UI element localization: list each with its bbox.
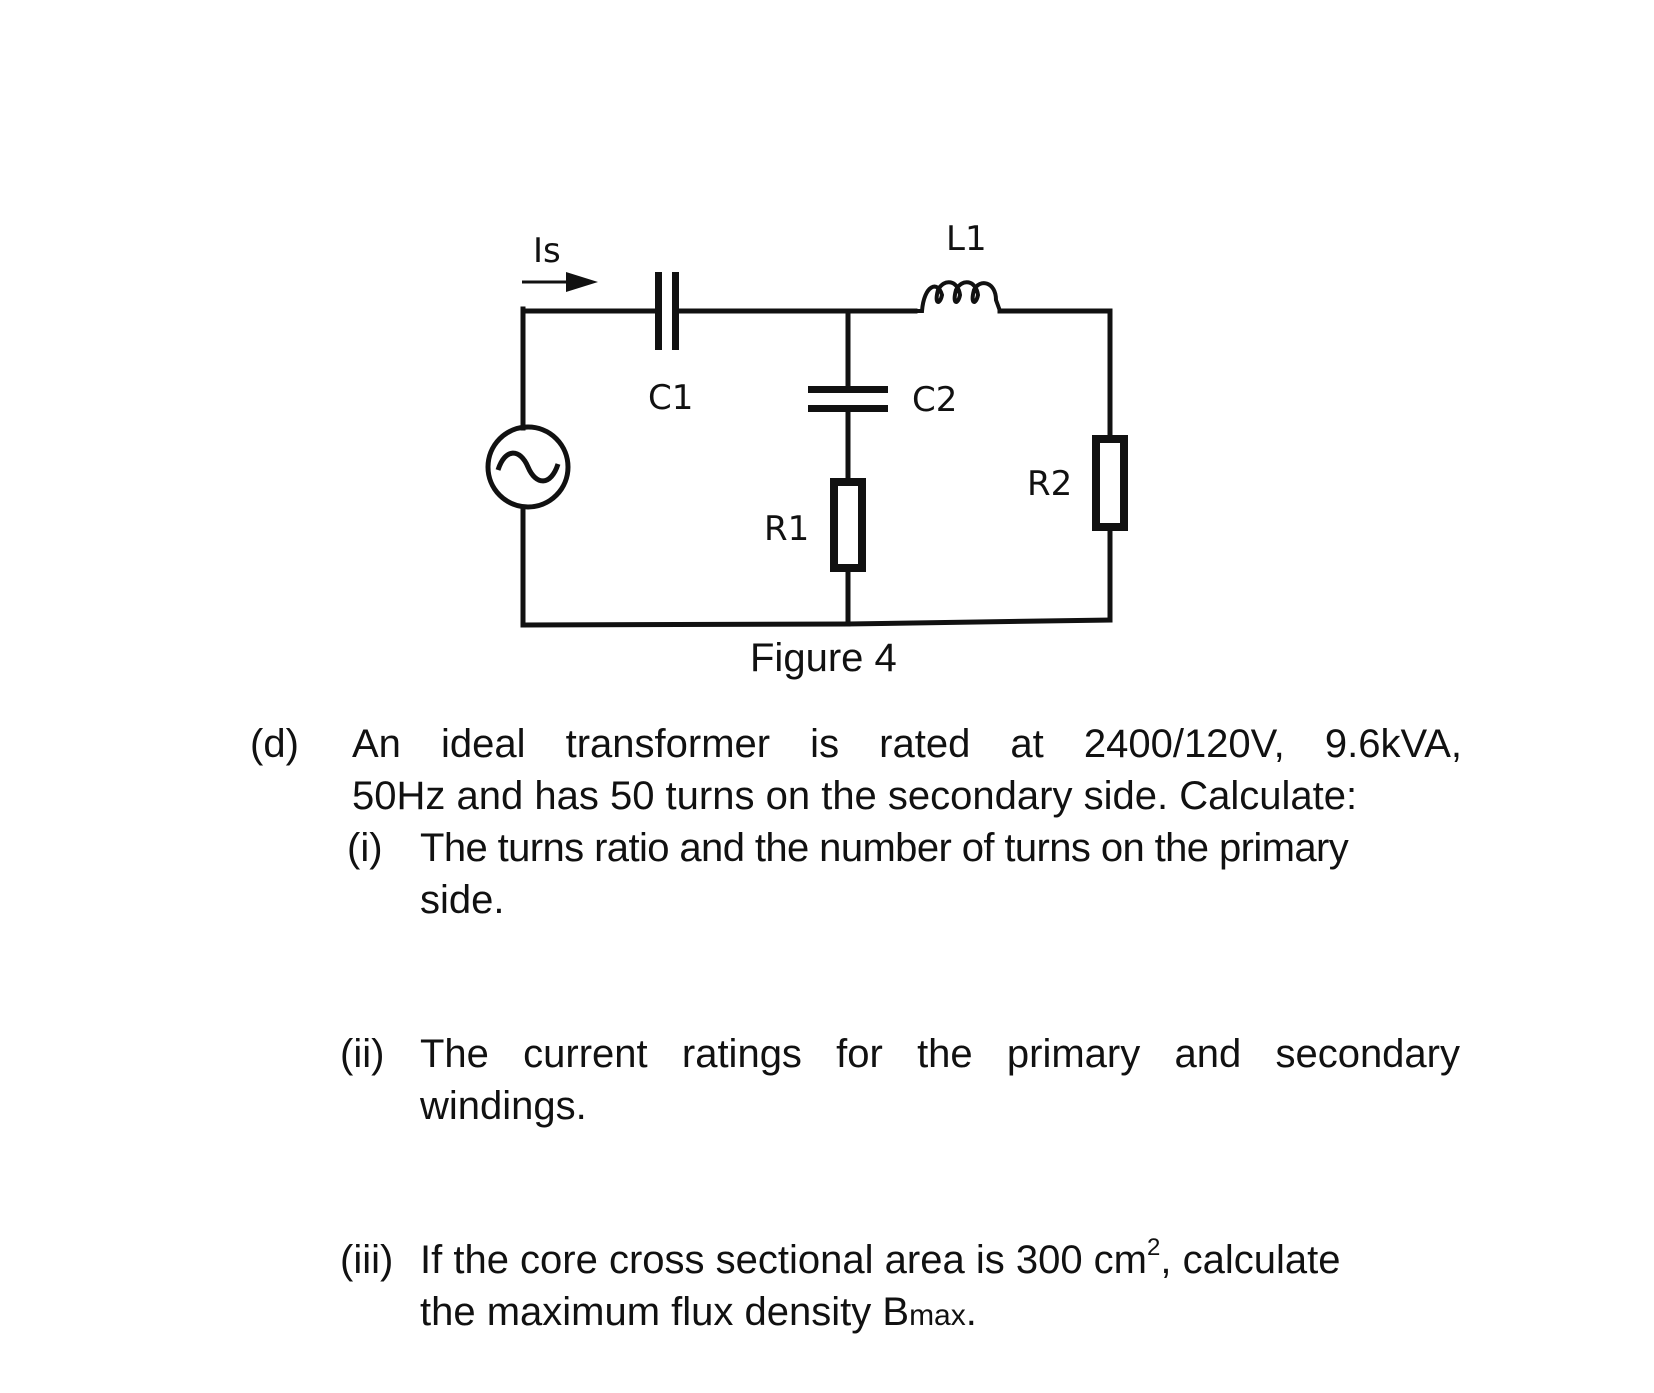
label-is: Is (533, 231, 561, 271)
label-l1: L1 (946, 219, 987, 259)
subpart-i-label: (i) (347, 826, 383, 870)
resistor-r1-icon (830, 478, 866, 572)
subpart-iii-line-2: the maximum flux density Bmax. (420, 1286, 977, 1342)
subscript-max: max (909, 1299, 966, 1332)
ac-source-icon (485, 424, 571, 510)
part-label: (d) (250, 722, 299, 766)
subpart-ii-label: (ii) (340, 1032, 385, 1076)
circuit-diagram: Is C1 C2 L1 R1 R2 Figure 4 (485, 219, 1128, 680)
label-c1: C1 (648, 378, 693, 418)
subpart-ii-line-2: windings. (420, 1084, 587, 1128)
current-arrow-icon (522, 272, 598, 292)
subpart-iii-line-1-post: , calculate (1160, 1238, 1341, 1282)
subpart-iii-line-1-text: If the core cross sectional area is 300 … (420, 1238, 1147, 1282)
intro-line-2: 50Hz and has 50 turns on the secondary s… (352, 774, 1358, 818)
subpart-iii-line-2-post: . (965, 1290, 977, 1334)
inductor-l1-icon (915, 280, 1002, 313)
subpart-iii-line-2-text: the maximum flux density B (420, 1290, 910, 1334)
wire-bottom-left (520, 621, 851, 628)
subpart-iii-label: (iii) (340, 1238, 394, 1282)
label-c2: C2 (912, 380, 957, 420)
resistor-r2-icon (1092, 435, 1128, 531)
subpart-iii-line-1: If the core cross sectional area is 300 … (420, 1234, 1340, 1286)
label-r1: R1 (764, 509, 809, 549)
subpart-i-line-1: The turns ratio and the number of turns … (420, 826, 1349, 870)
superscript-2: 2 (1147, 1233, 1161, 1261)
subpart-ii-line-1: The current ratings for the primary and … (420, 1032, 1460, 1076)
capacitor-c2-icon (808, 386, 888, 412)
intro-line-1: An ideal transformer is rated at 2400/12… (352, 722, 1462, 766)
figure-caption: Figure 4 (750, 636, 897, 680)
capacitor-c1-icon (655, 272, 679, 350)
subpart-i-line-2: side. (420, 878, 505, 922)
label-r2: R2 (1027, 464, 1072, 504)
wire-bottom-right (845, 617, 1113, 627)
